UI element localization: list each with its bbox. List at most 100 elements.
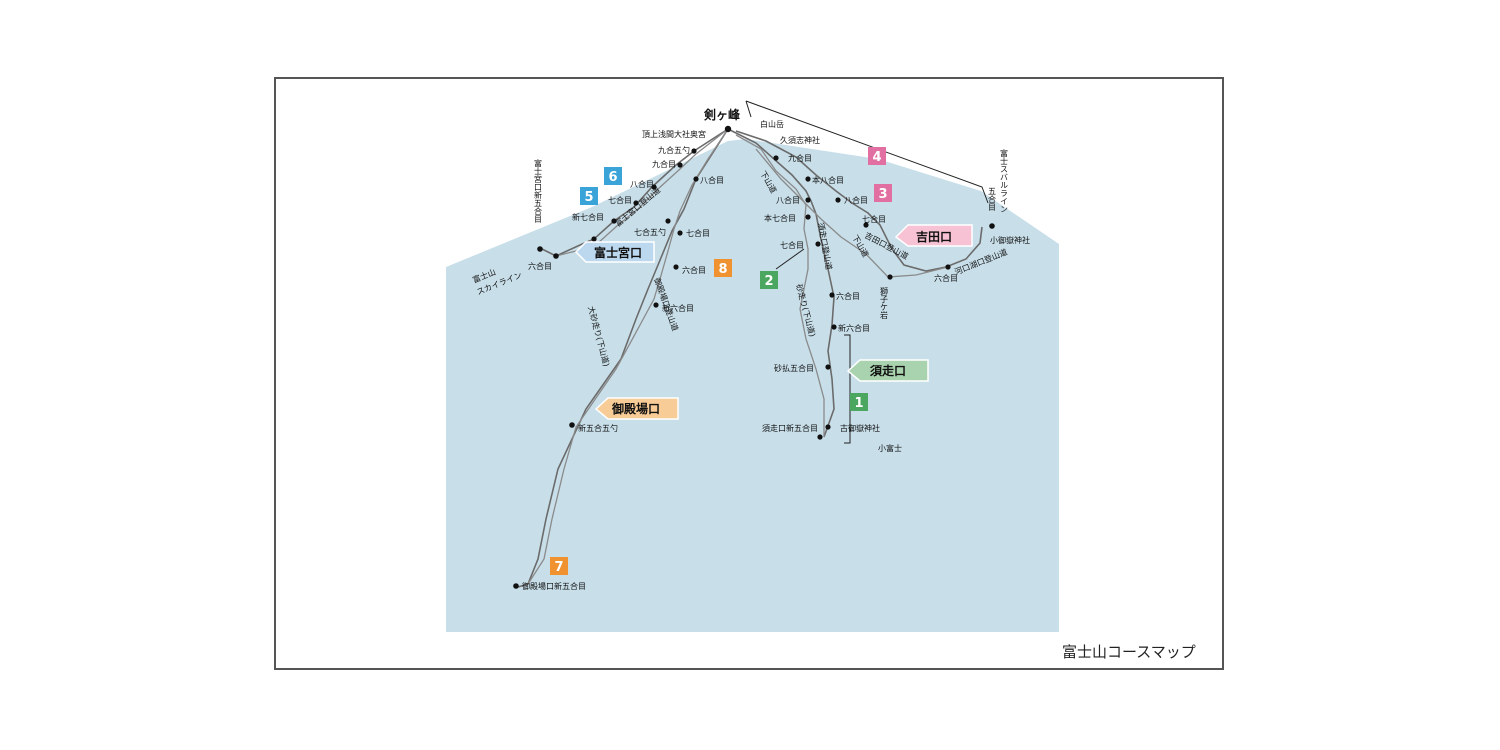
- gotemba-route-2: [527, 128, 729, 585]
- station-dot: [805, 176, 811, 182]
- fj-shin-nanago-label: 新七合目: [572, 212, 604, 222]
- ys-rokugo-label: 六合目: [934, 273, 958, 283]
- ss-kofuji-label: 小富士: [878, 443, 902, 453]
- ys-hachigo-label: 八合目: [844, 195, 868, 205]
- gt-shin-gogo-goshaku-label: 新五合五勺: [578, 423, 618, 433]
- ss-sunabarai-label: 砂払五合目: [774, 363, 814, 373]
- station-dot: [817, 434, 823, 440]
- station-dot: [945, 264, 951, 270]
- subashiri-route-2: [735, 134, 825, 437]
- station-dot: [651, 184, 657, 190]
- ss-shin-rokugo-label: 新六合目: [838, 323, 870, 333]
- station-dot: [611, 218, 617, 224]
- route-badge-7-label: 7: [554, 560, 563, 575]
- route-badge-4-label: 4: [872, 150, 881, 165]
- ys-shishi-label: 獅子ケ岩: [880, 286, 889, 320]
- ss-fifth-label: 須走口新五合目: [762, 423, 818, 433]
- summit-kusushi-label: 久須志神社: [780, 135, 820, 145]
- station-dot: [591, 236, 597, 242]
- station-dot: [677, 230, 683, 236]
- fj-kyugo-goshaku-label: 九合五勺: [658, 145, 690, 155]
- map-frame: 富士宮口 吉田口 須走口 御殿場口 1 2 3 4 5 6 7: [274, 77, 1224, 670]
- station-dot: [863, 222, 869, 228]
- yoshida-route-2: [755, 148, 949, 278]
- route-badge-2[interactable]: 2: [760, 271, 778, 289]
- route-4-bracket: [745, 100, 989, 204]
- station-dot: [691, 148, 697, 154]
- station-dot: [537, 246, 543, 252]
- station-dot: [724, 125, 732, 133]
- station-dot: [989, 223, 995, 229]
- trailhead-subashiri[interactable]: 須走口: [846, 359, 929, 382]
- route-badge-8-box: [714, 259, 732, 277]
- station-dot: [831, 324, 837, 330]
- fj-hachigo-label: 八合目: [630, 179, 654, 189]
- ss-komitake-label: 古御嶽神社: [840, 423, 880, 433]
- trailhead-fujinomiya[interactable]: 富士宮口: [574, 241, 655, 263]
- summit-okumiya-label: 頂上浅間大社奥宮: [642, 129, 706, 139]
- ss-hon-nanago-label: 本七合目: [764, 213, 796, 223]
- station-dot: [825, 364, 831, 370]
- station-dot: [673, 264, 679, 270]
- fujinomiya-flag-label: 富士宮口: [594, 245, 642, 260]
- station-dots: [513, 125, 995, 589]
- trailhead-yoshida[interactable]: 吉田口: [894, 224, 973, 247]
- gt-fifth-label: 御殿場口新五合目: [522, 581, 586, 591]
- course-map: 富士宮口 吉田口 須走口 御殿場口 1 2 3 4 5 6 7: [446, 100, 1059, 632]
- route-badge-8-label: 8: [718, 262, 727, 277]
- route-badge-5-box: [580, 187, 598, 205]
- route-badge-3-box: [874, 184, 892, 202]
- station-dot: [553, 253, 559, 259]
- gt-nanago-label: 七合目: [686, 228, 710, 238]
- route-badge-4-box: [868, 147, 886, 165]
- route-2-pointer: [775, 248, 805, 270]
- route-badge-1[interactable]: 1: [850, 393, 868, 411]
- gt-hachigo-label: 八合目: [700, 175, 724, 185]
- yoshida-route: [735, 130, 983, 272]
- ss-hon-hachigo-label: 本八合目: [812, 175, 844, 185]
- station-dot: [665, 218, 671, 224]
- route-badge-6[interactable]: 6: [604, 167, 622, 185]
- route-badge-5[interactable]: 5: [580, 187, 598, 205]
- station-dot: [677, 162, 683, 168]
- ys-subaru-line1-label: 富士スバルライン: [1000, 148, 1009, 213]
- route-badge-4[interactable]: 4: [868, 147, 886, 165]
- station-dot: [805, 197, 811, 203]
- station-dot: [887, 274, 893, 280]
- station-dot: [513, 583, 519, 589]
- ys-komitake-label: 小御嶽神社: [990, 235, 1030, 245]
- gotemba-flag: [594, 397, 679, 420]
- ss-kyugo-label: 九合目: [788, 153, 812, 163]
- ss-hachigo-label: 八合目: [776, 195, 800, 205]
- gt-nanago-goshaku-label: 七合五勺: [634, 227, 666, 237]
- station-dot: [805, 214, 811, 220]
- summit-hakusan-label: 白山岳: [760, 119, 784, 129]
- station-dot: [773, 155, 779, 161]
- station-dot: [653, 302, 659, 308]
- fj-rokugo-label: 六合目: [528, 261, 552, 271]
- subashiri-flag: [846, 359, 929, 382]
- station-dot: [835, 197, 841, 203]
- route-badge-3[interactable]: 3: [874, 184, 892, 202]
- gt-rokugo-label: 六合目: [682, 265, 706, 275]
- route-badge-7[interactable]: 7: [550, 557, 568, 575]
- ss-rokugo-label: 六合目: [836, 291, 860, 301]
- station-dot: [815, 241, 821, 247]
- station-dot: [569, 422, 575, 428]
- route-badge-3-label: 3: [878, 187, 887, 202]
- summit-peak-label: 剣ヶ峰: [703, 107, 741, 122]
- route-badge-1-box: [850, 393, 868, 411]
- fj-nanago-label: 七合目: [608, 195, 632, 205]
- route-badge-2-box: [760, 271, 778, 289]
- fj-fifth-label: 富士宮口新五合目: [534, 158, 543, 224]
- subashiri-flag-label: 須走口: [869, 363, 906, 378]
- route-badge-1-label: 1: [854, 396, 863, 411]
- route-badge-8[interactable]: 8: [714, 259, 732, 277]
- subashiri-bracket: [844, 334, 851, 444]
- yoshida-flag-label: 吉田口: [916, 229, 952, 244]
- subashiri-route: [727, 128, 835, 438]
- station-dot: [825, 424, 831, 430]
- trailhead-gotemba[interactable]: 御殿場口: [594, 397, 679, 420]
- ss-nanago-label: 七合目: [780, 240, 804, 250]
- station-dot: [829, 292, 835, 298]
